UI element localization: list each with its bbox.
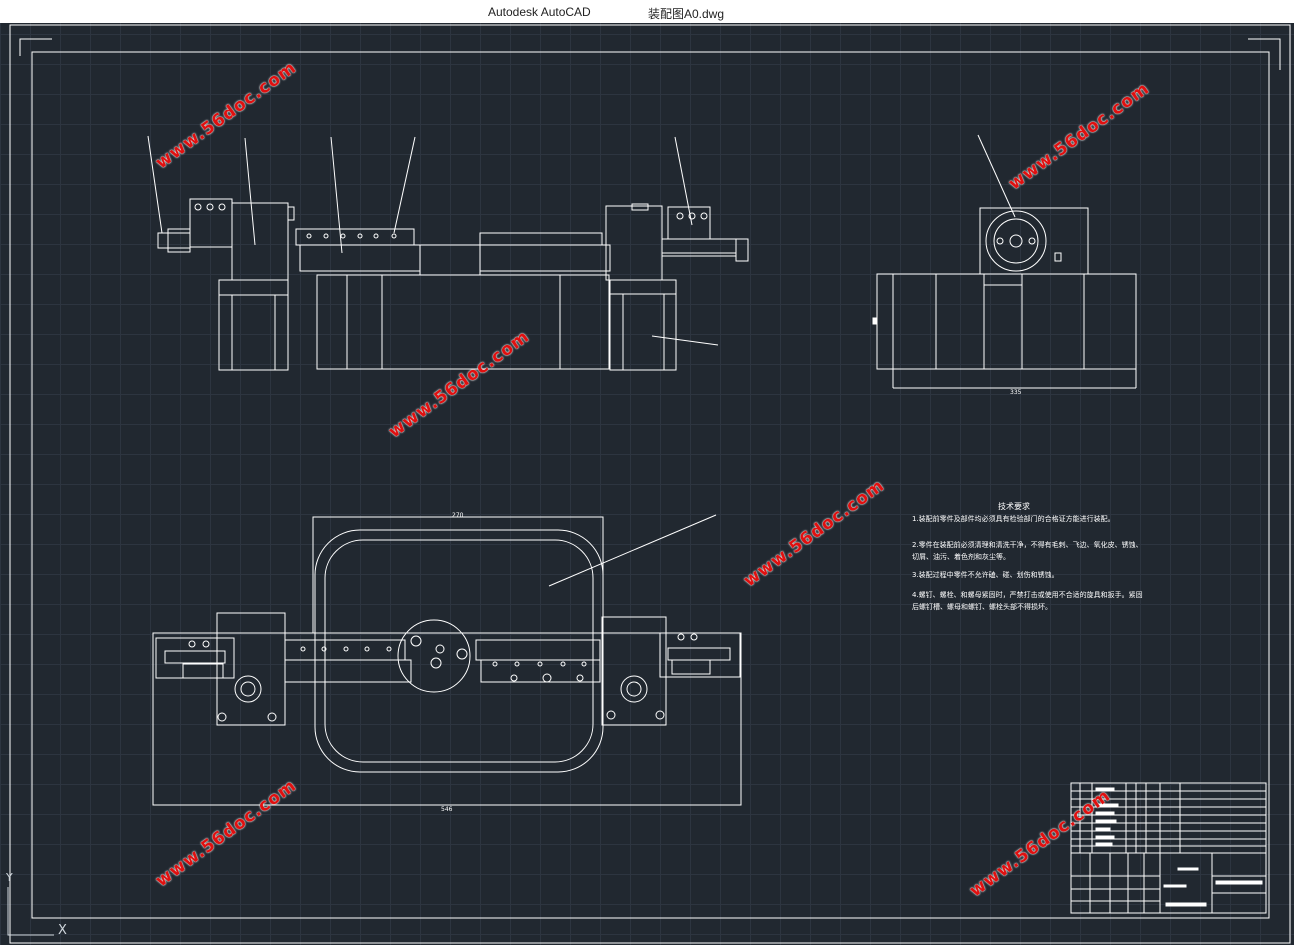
- top-view: [152, 514, 742, 806]
- window-titlebar: Autodesk AutoCAD 装配图A0.dwg: [0, 0, 1294, 23]
- tech-req-title: 技术要求: [998, 502, 1030, 511]
- tech-req-item: 后螺钉槽、螺母和螺钉、螺栓头部不得损坏。: [912, 603, 1052, 611]
- tech-req-item: 切屑、油污、着色剂和灰尘等。: [912, 553, 1010, 561]
- drawing-canvas[interactable]: 335 270 546 技术要求 1.装配前零件及部件均必须具有检验部门的合格证…: [0, 23, 1294, 945]
- front-view: [147, 135, 749, 371]
- tech-req-item: 2.零件在装配前必须清理和清洗干净，不得有毛刺、飞边、氧化皮、锈蚀、: [912, 541, 1143, 549]
- dimension-top-width: 270: [452, 512, 464, 519]
- corner-mark: [19, 38, 52, 56]
- corner-mark: [1248, 38, 1281, 70]
- dimension-side-width: 335: [1010, 389, 1022, 396]
- dimension-base-width: 546: [441, 806, 453, 813]
- side-view: [872, 134, 1137, 389]
- app-title: Autodesk AutoCAD: [488, 5, 591, 19]
- tech-req-item: 3.装配过程中零件不允许磕、碰、划伤和锈蚀。: [912, 571, 1059, 579]
- tech-req-item: 4.螺钉、螺栓、和螺母紧固时，严禁打击或使用不合适的旋具和扳手。紧固: [912, 591, 1143, 599]
- tech-req-item: 1.装配前零件及部件均必须具有检验部门的合格证方能进行装配。: [912, 515, 1115, 523]
- ucs-icon: [7, 887, 54, 936]
- cad-drawing: [9, 24, 1291, 944]
- sheet-outer-border: [9, 24, 1291, 944]
- file-title: 装配图A0.dwg: [648, 7, 725, 21]
- ucs-x-label: X: [58, 923, 67, 938]
- sheet-inner-border: [31, 51, 1270, 919]
- title-block: [1070, 782, 1267, 914]
- ucs-y-label: Y: [6, 871, 13, 884]
